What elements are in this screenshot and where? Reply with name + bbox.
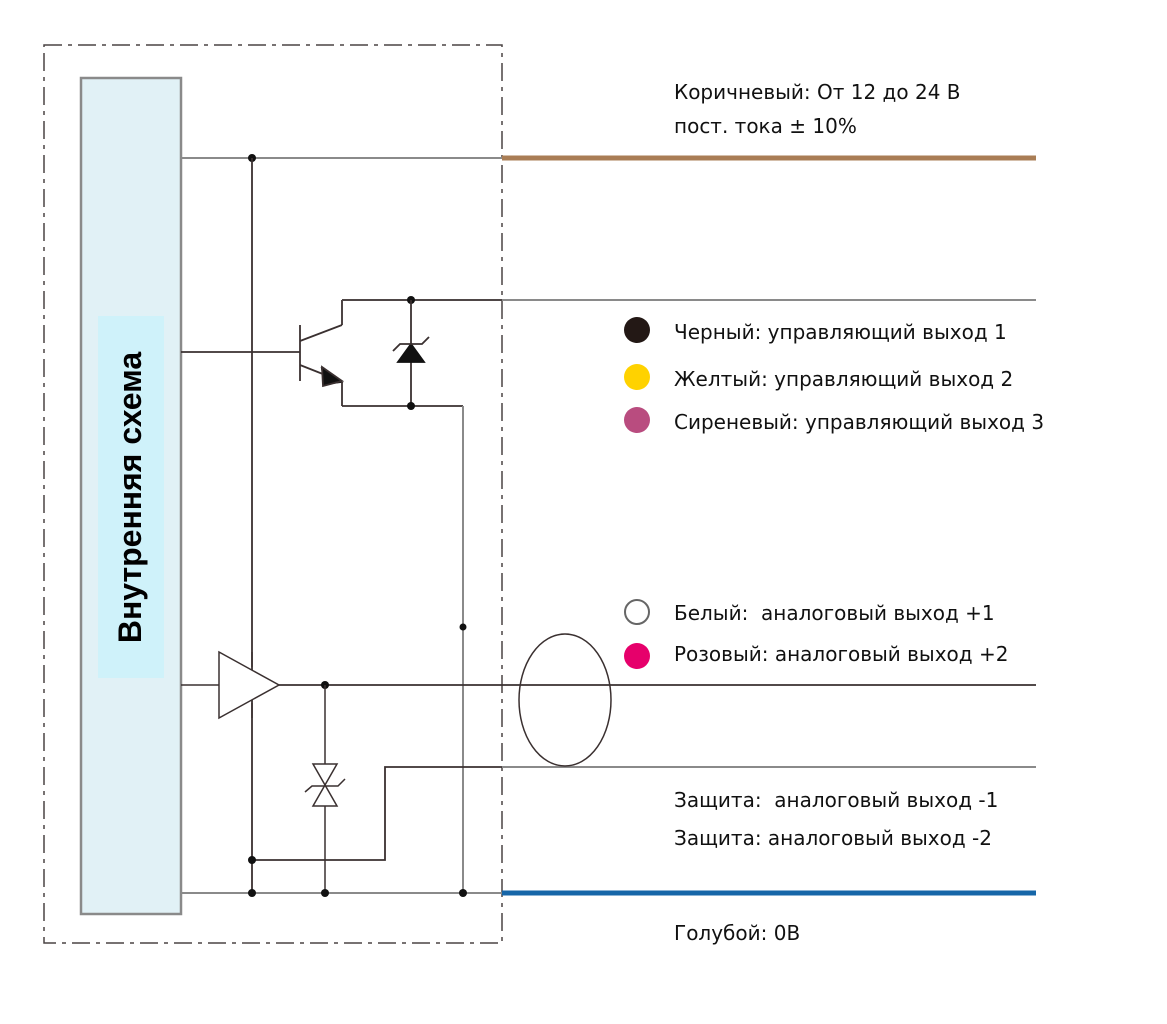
zener-diode — [392, 300, 430, 410]
junction-dot — [459, 889, 467, 897]
shield-line — [248, 766, 1036, 864]
blue-wire-label: Голубой: 0В — [674, 921, 801, 945]
junction-dot — [459, 623, 467, 631]
analog-output-2-label: Розовый: аналоговый выход +2 — [674, 642, 1009, 666]
control-output-1-label: Черный: управляющий выход 1 — [674, 320, 1007, 344]
junction-dot — [248, 856, 256, 864]
ground-line — [181, 889, 1036, 897]
brown-wire-label-line1: Коричневый: От 12 до 24 В — [674, 80, 961, 104]
shielded-cable-ellipse — [518, 633, 612, 767]
white-wire-color-dot — [624, 599, 650, 625]
junction-dot — [248, 889, 256, 897]
sensor-enclosure-boundary — [43, 44, 503, 944]
yellow-wire-color-dot — [624, 364, 650, 390]
bidirectional-tvs-diode — [304, 685, 346, 893]
black-wire-color-dot — [624, 317, 650, 343]
internal-circuit-label: Внутренняя схема — [112, 351, 149, 643]
lilac-wire-color-dot — [624, 407, 650, 433]
brown-wire-label-line2: пост. тока ± 10% — [674, 114, 857, 138]
amplifier — [181, 650, 281, 720]
shield-label-1: Защита: аналоговый выход -1 — [674, 788, 999, 812]
control-output-3-label: Сиреневый: управляющий выход 3 — [674, 410, 1045, 434]
internal-circuit-label-box: Внутренняя схема — [98, 316, 164, 678]
pink-wire-color-dot — [624, 643, 650, 669]
analog-output-1-label: Белый: аналоговый выход +1 — [674, 601, 995, 625]
analog-output-line — [279, 681, 1036, 689]
npn-transistor — [181, 300, 463, 407]
junction-dot — [321, 889, 329, 897]
shield-label-2: Защита: аналоговый выход -2 — [674, 826, 992, 850]
control-output-line — [342, 296, 1036, 304]
supply-line — [181, 154, 1036, 162]
control-output-2-label: Желтый: управляющий выход 2 — [674, 367, 1014, 391]
